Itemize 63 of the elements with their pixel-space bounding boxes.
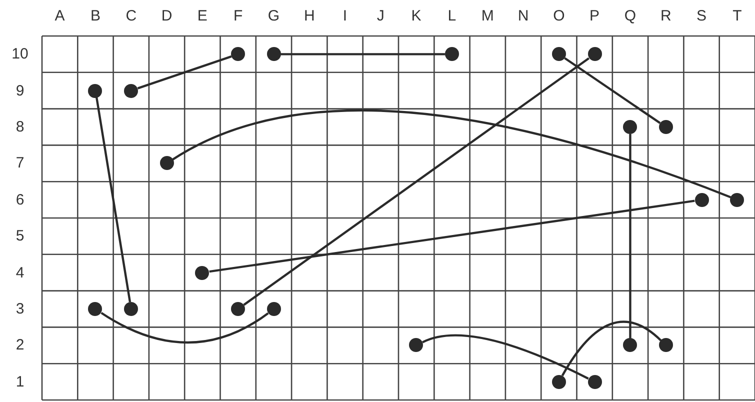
row-number: 10 — [12, 46, 28, 62]
row-number: 2 — [16, 338, 24, 353]
column-letter: E — [197, 8, 208, 24]
connecting-line — [422, 334, 589, 380]
dot — [588, 374, 602, 389]
connecting-line — [629, 134, 632, 338]
dot — [266, 47, 281, 62]
dot — [444, 47, 459, 62]
row-number: 5 — [16, 228, 24, 244]
column-letter: K — [411, 8, 422, 24]
column-letter: M — [481, 8, 494, 24]
dot — [231, 47, 246, 62]
dot — [231, 302, 246, 316]
connecting-line — [243, 57, 590, 306]
column-letter: H — [304, 8, 315, 24]
column-letter: G — [268, 8, 280, 24]
row-number: 7 — [16, 156, 24, 171]
column-letter: P — [590, 8, 600, 24]
row-number: 9 — [16, 83, 24, 98]
dot — [124, 302, 138, 316]
connecting-line — [280, 53, 445, 56]
column-letter: T — [732, 8, 742, 24]
column-letter: B — [90, 8, 100, 24]
column-letter: F — [233, 8, 243, 24]
dot — [88, 84, 102, 98]
connecting-line — [209, 200, 695, 273]
dot — [588, 47, 602, 62]
dot — [658, 120, 673, 134]
dot — [694, 192, 709, 207]
dot — [266, 302, 281, 316]
column-letter: Q — [624, 8, 636, 24]
dot — [124, 84, 138, 98]
column-letter: A — [54, 8, 65, 24]
row-number: 3 — [16, 302, 24, 316]
connecting-line — [564, 57, 661, 124]
dot — [730, 192, 744, 207]
column-letter: C — [126, 8, 137, 24]
column-letter: S — [696, 8, 707, 24]
dot — [552, 47, 566, 62]
column-letter: D — [161, 8, 172, 24]
dot — [409, 338, 424, 352]
dot — [552, 374, 566, 389]
dot — [623, 338, 638, 352]
row-number: 8 — [16, 120, 24, 134]
connecting-line — [561, 320, 662, 376]
row-number: 6 — [16, 192, 24, 208]
column-letter: J — [376, 8, 384, 24]
dot — [658, 338, 673, 352]
connecting-line — [96, 97, 132, 302]
column-letter: N — [518, 8, 529, 24]
column-letter: O — [553, 8, 565, 24]
connecting-line — [172, 109, 732, 198]
dot — [623, 120, 638, 134]
connecting-line — [137, 55, 232, 90]
dot — [88, 302, 102, 316]
row-number: 1 — [16, 374, 24, 390]
connecting-line — [100, 312, 269, 344]
dot — [160, 156, 174, 170]
column-letter: L — [448, 8, 456, 24]
column-letter: I — [342, 8, 348, 24]
row-number: 4 — [16, 265, 24, 280]
column-letter: R — [660, 8, 672, 24]
dot — [195, 266, 210, 280]
